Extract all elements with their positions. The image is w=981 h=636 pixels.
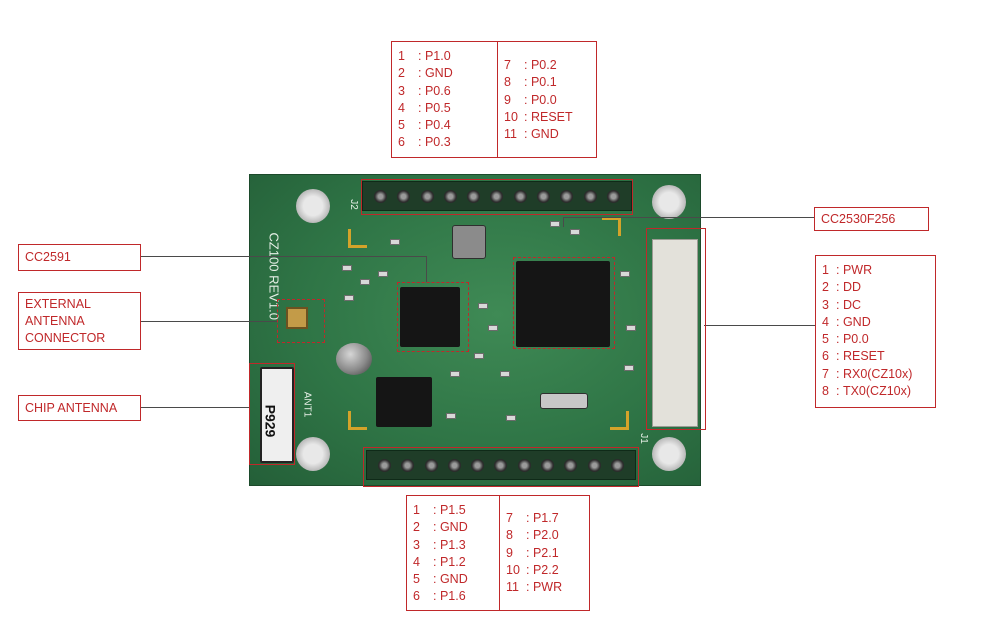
highlight-cc2530 [513, 257, 615, 349]
pin-row: 8: P0.1 [504, 75, 557, 90]
side-connector-pinout: 1: PWR 2: DD 3: DC 4: GND 5: P0.0 6: RES… [815, 255, 936, 408]
header-top-j2 [362, 181, 632, 211]
bottom-pinout-right-column: 7: P1.7 8: P2.0 9: P2.1 10: P2.2 11: PWR [499, 496, 590, 610]
pin-row: 3: P1.3 [413, 537, 466, 552]
pin-row: 2: DD [822, 280, 862, 295]
rtc-crystal [540, 393, 588, 409]
highlight-ext-antenna [277, 299, 325, 343]
chip-antenna-label: CHIP ANTENNA [18, 395, 141, 421]
chip-antenna: P929 [260, 367, 294, 463]
highlight-side-connector [646, 228, 706, 430]
cc2530-chip [516, 261, 610, 347]
pin-row: 10: RESET [504, 109, 573, 124]
pin-row: 3: P0.6 [398, 83, 451, 98]
pin-row: 5: P0.4 [398, 118, 451, 133]
cc2591-label: CC2591 [18, 244, 141, 271]
leader-line-cc2591 [141, 256, 426, 257]
bottom-pinout-left-column: 1: P1.5 2: GND 3: P1.3 4: P1.2 5: GND 6:… [407, 496, 499, 610]
chip-antenna-label-text: CHIP ANTENNA [25, 400, 118, 415]
mounting-hole-bottom-right [652, 437, 686, 471]
solder-blob [336, 343, 372, 375]
cc2591-chip [400, 287, 460, 347]
pcb-board: CZ100 REV1.0 J2 J1 ANT1 P929 [249, 174, 701, 486]
cc2530-label: CC2530F256 [814, 207, 929, 231]
mounting-hole-bottom-left [296, 437, 330, 471]
pin-row: 2: GND [413, 520, 468, 535]
pin-row: 2: GND [398, 66, 453, 81]
pin-row: 5: P0.0 [822, 332, 869, 347]
pin-row: 3: DC [822, 297, 862, 312]
external-antenna-label-line-1: EXTERNAL [25, 297, 91, 311]
pin-row: 11: PWR [506, 580, 563, 595]
top-pinout-left-column: 1: P1.0 2: GND 3: P0.6 4: P0.5 5: P0.4 6… [392, 42, 497, 157]
pin-row: 8: P2.0 [506, 528, 559, 543]
pin-row: 6: P0.3 [398, 135, 451, 150]
side-connector-8pin [652, 239, 698, 427]
leader-line-cc2591-drop [426, 256, 427, 282]
leader-line-cc2530-drop [563, 217, 564, 227]
external-antenna-label: EXTERNAL ANTENNA CONNECTOR [18, 292, 141, 350]
pin-row: 9: P0.0 [504, 92, 557, 107]
pin-row: 1: P1.0 [398, 49, 451, 63]
leader-line-cc2530 [563, 217, 814, 218]
pin-row: 4: GND [822, 314, 871, 329]
highlight-cc2591 [397, 282, 469, 352]
mounting-hole-top-right [652, 185, 686, 219]
leader-line-chip-antenna [141, 407, 250, 408]
highlight-top-header [361, 179, 633, 215]
external-antenna-label-line-2: ANTENNA [25, 314, 85, 328]
top-header-pinout: 1: P1.0 2: GND 3: P0.6 4: P0.5 5: P0.4 6… [391, 41, 597, 158]
pin-row: 7: RX0(CZ10x) [822, 366, 913, 381]
header-top-ref: J2 [347, 199, 359, 210]
external-antenna-label-line-3: CONNECTOR [25, 331, 106, 345]
external-antenna-connector [286, 307, 308, 329]
cc2591-label-text: CC2591 [25, 250, 71, 264]
highlight-chip-antenna [249, 363, 295, 465]
crystal-oscillator [452, 225, 486, 259]
pin-row: 11: GND [504, 127, 559, 142]
pin-row: 1: PWR [822, 263, 873, 277]
leader-line-side-connector [704, 325, 816, 326]
pin-row: 4: P1.2 [413, 554, 466, 569]
pin-row: 7: P1.7 [506, 511, 559, 525]
bottom-header-pinout: 1: P1.5 2: GND 3: P1.3 4: P1.2 5: GND 6:… [406, 495, 590, 611]
pin-row: 7: P0.2 [504, 58, 557, 72]
mounting-hole-top-left [296, 189, 330, 223]
top-pinout-right-column: 7: P0.2 8: P0.1 9: P0.0 10: RESET 11: GN… [497, 42, 597, 157]
header-bottom-j1 [366, 450, 636, 480]
pin-row: 6: P1.6 [413, 589, 466, 604]
pin-row: 5: GND [413, 572, 468, 587]
ant-ref: ANT1 [301, 391, 313, 418]
leader-line-ext-antenna [141, 321, 277, 322]
pin-row: 1: P1.5 [413, 503, 466, 517]
pin-row: 9: P2.1 [506, 545, 559, 560]
highlight-bottom-header [363, 447, 639, 487]
header-bottom-ref: J1 [637, 433, 649, 444]
regulator-chip [376, 377, 432, 427]
cc2530-label-text: CC2530F256 [821, 211, 896, 226]
pin-row: 4: P0.5 [398, 100, 451, 115]
pin-row: 6: RESET [822, 349, 885, 364]
pin-row: 10: P2.2 [506, 562, 559, 577]
pin-row: 8: TX0(CZ10x) [822, 384, 912, 399]
